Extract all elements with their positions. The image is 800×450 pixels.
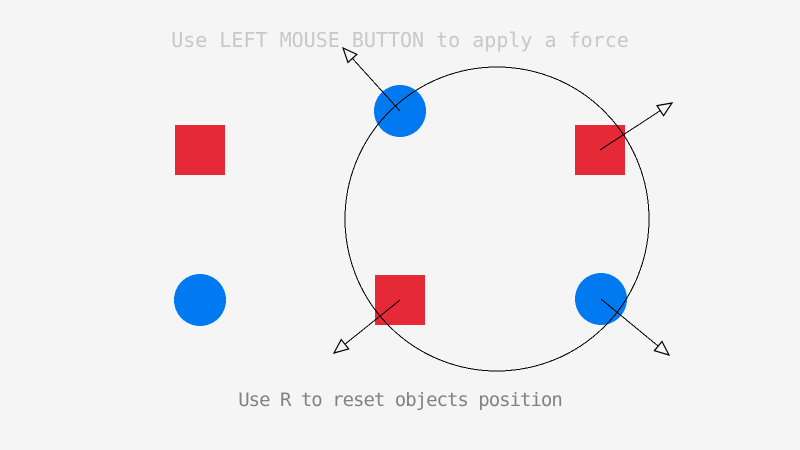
force-arrow-red-square-right [599, 102, 674, 151]
force-arrow-blue-circle-bottom-right [600, 298, 671, 356]
red-square-left[interactable] [175, 125, 225, 175]
force-radius-circle [344, 66, 650, 372]
blue-circle-left[interactable] [174, 274, 226, 326]
instruction-apply-force: Use LEFT MOUSE BUTTON to apply a force [171, 28, 629, 52]
force-arrow-red-square-bottom-center [332, 299, 401, 354]
force-arrow-blue-circle-top [341, 46, 401, 112]
instruction-reset: Use R to reset objects position [238, 389, 563, 411]
